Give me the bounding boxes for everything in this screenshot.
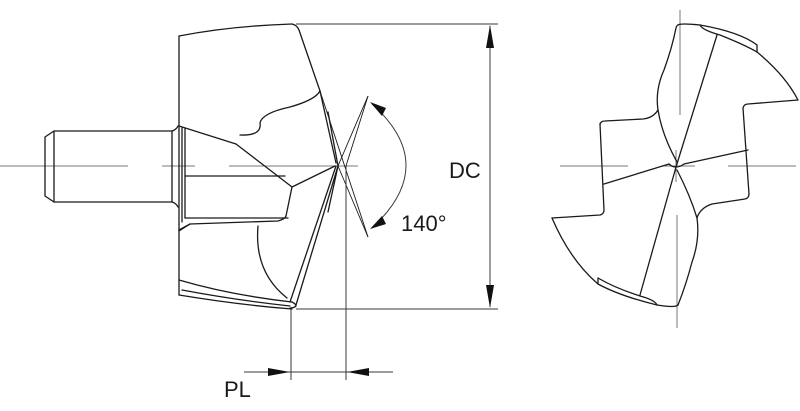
side-view: [0, 23, 498, 380]
point-angle-label: 140°: [401, 211, 447, 236]
point-length-label: PL: [224, 377, 251, 402]
drill-body: [178, 23, 339, 310]
point-length-dimension: [244, 166, 393, 380]
diameter-dimension: [296, 23, 498, 310]
point-angle-lines: [319, 90, 369, 238]
diameter-label: DC: [449, 158, 481, 183]
pilot-shank: [44, 125, 179, 208]
end-profile: [551, 23, 799, 308]
point-angle-dimension: [370, 102, 407, 229]
end-centerlines: [560, 10, 796, 328]
end-view: [551, 10, 799, 328]
